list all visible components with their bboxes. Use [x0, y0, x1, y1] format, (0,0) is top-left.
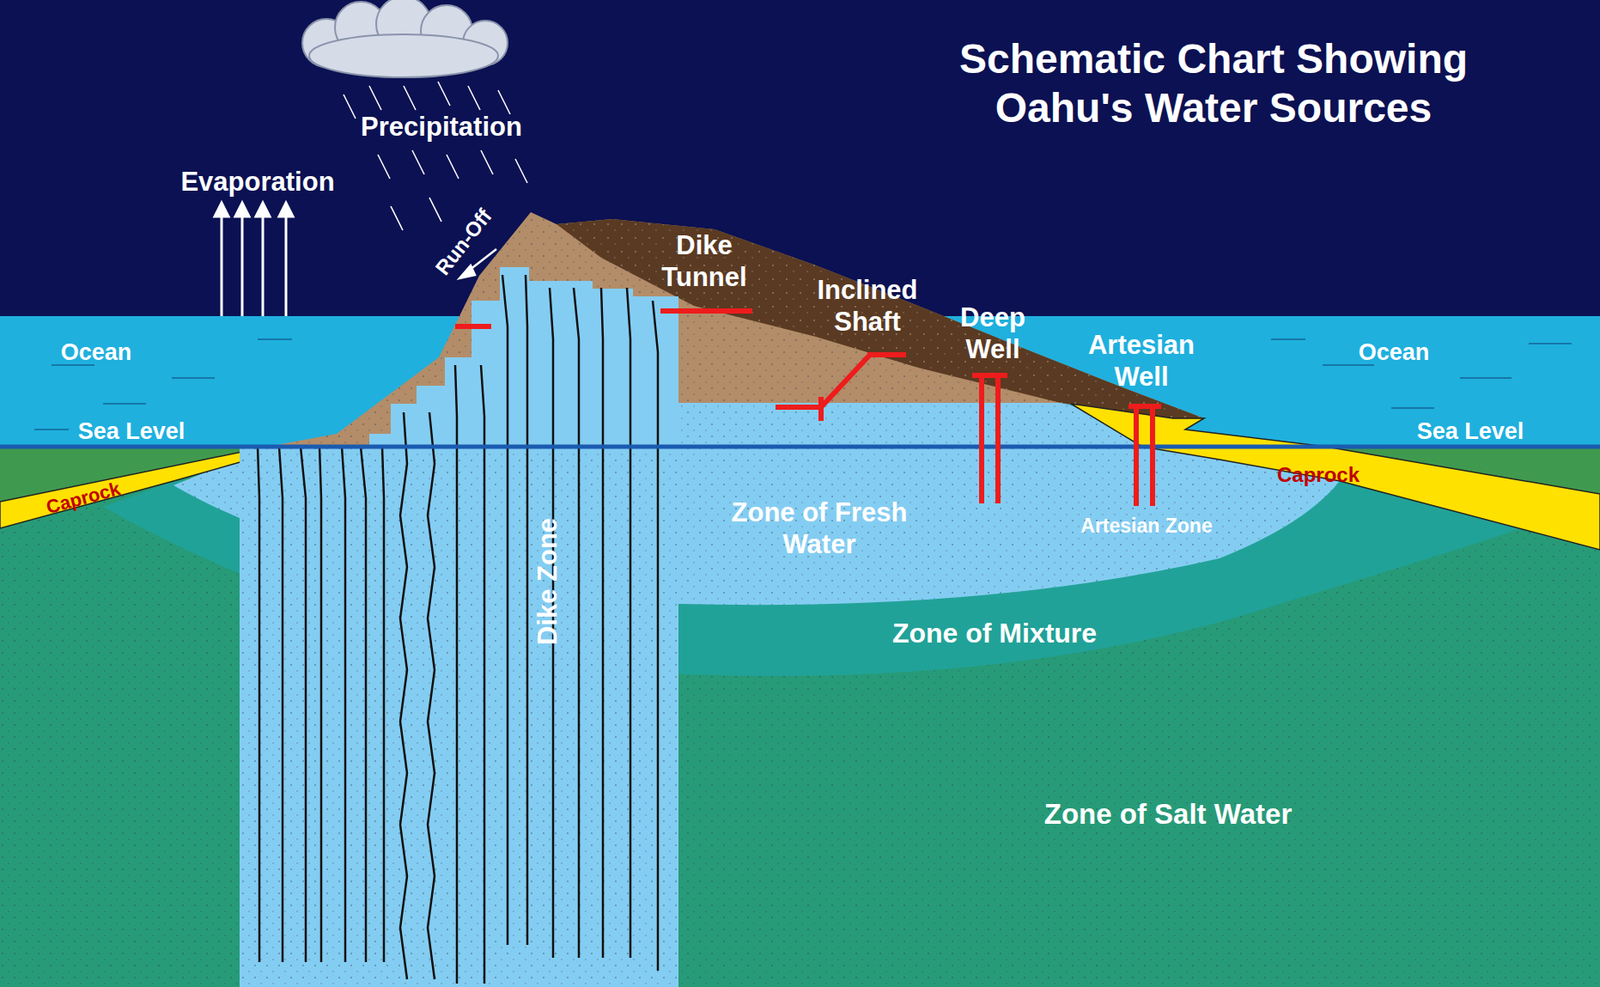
ocean-label: Ocean: [60, 339, 133, 367]
dike-lines: [257, 274, 658, 984]
water-sources: [455, 310, 1162, 506]
zone-label: Artesian Zone: [1080, 514, 1212, 538]
sea-level-line: [0, 444, 1600, 450]
salt-water-zone: [0, 446, 1600, 987]
source-label: Artesian Well: [1059, 329, 1223, 393]
dike-zone: [239, 267, 679, 987]
process-label: Evaporation: [180, 166, 335, 199]
process-label: Precipitation: [360, 111, 523, 144]
zone-label: Zone of Mixture: [892, 617, 1097, 651]
ocean-label: Ocean: [1358, 339, 1430, 367]
zone-label: Zone of Fresh Water: [707, 497, 931, 560]
source-label: Dike Tunnel: [631, 230, 778, 293]
source-label: Deep Well: [936, 302, 1049, 366]
caprock-right: [1070, 403, 1600, 550]
caprock-label: Caprock: [1277, 462, 1360, 487]
caprock-left: [0, 446, 268, 529]
zone-label: Dike Zone: [532, 517, 565, 645]
zone-label: Zone of Salt Water: [1044, 797, 1292, 832]
sea-level-label: Sea Level: [78, 418, 186, 446]
source-label: Inclined Shaft: [790, 274, 945, 338]
sea-level-label: Sea Level: [1417, 418, 1525, 446]
evaporation-arrows: [214, 202, 293, 317]
cloud: [302, 0, 508, 78]
chart-title: Schematic Chart Showing Oahu's Water Sou…: [904, 35, 1523, 133]
rain: [343, 81, 528, 231]
